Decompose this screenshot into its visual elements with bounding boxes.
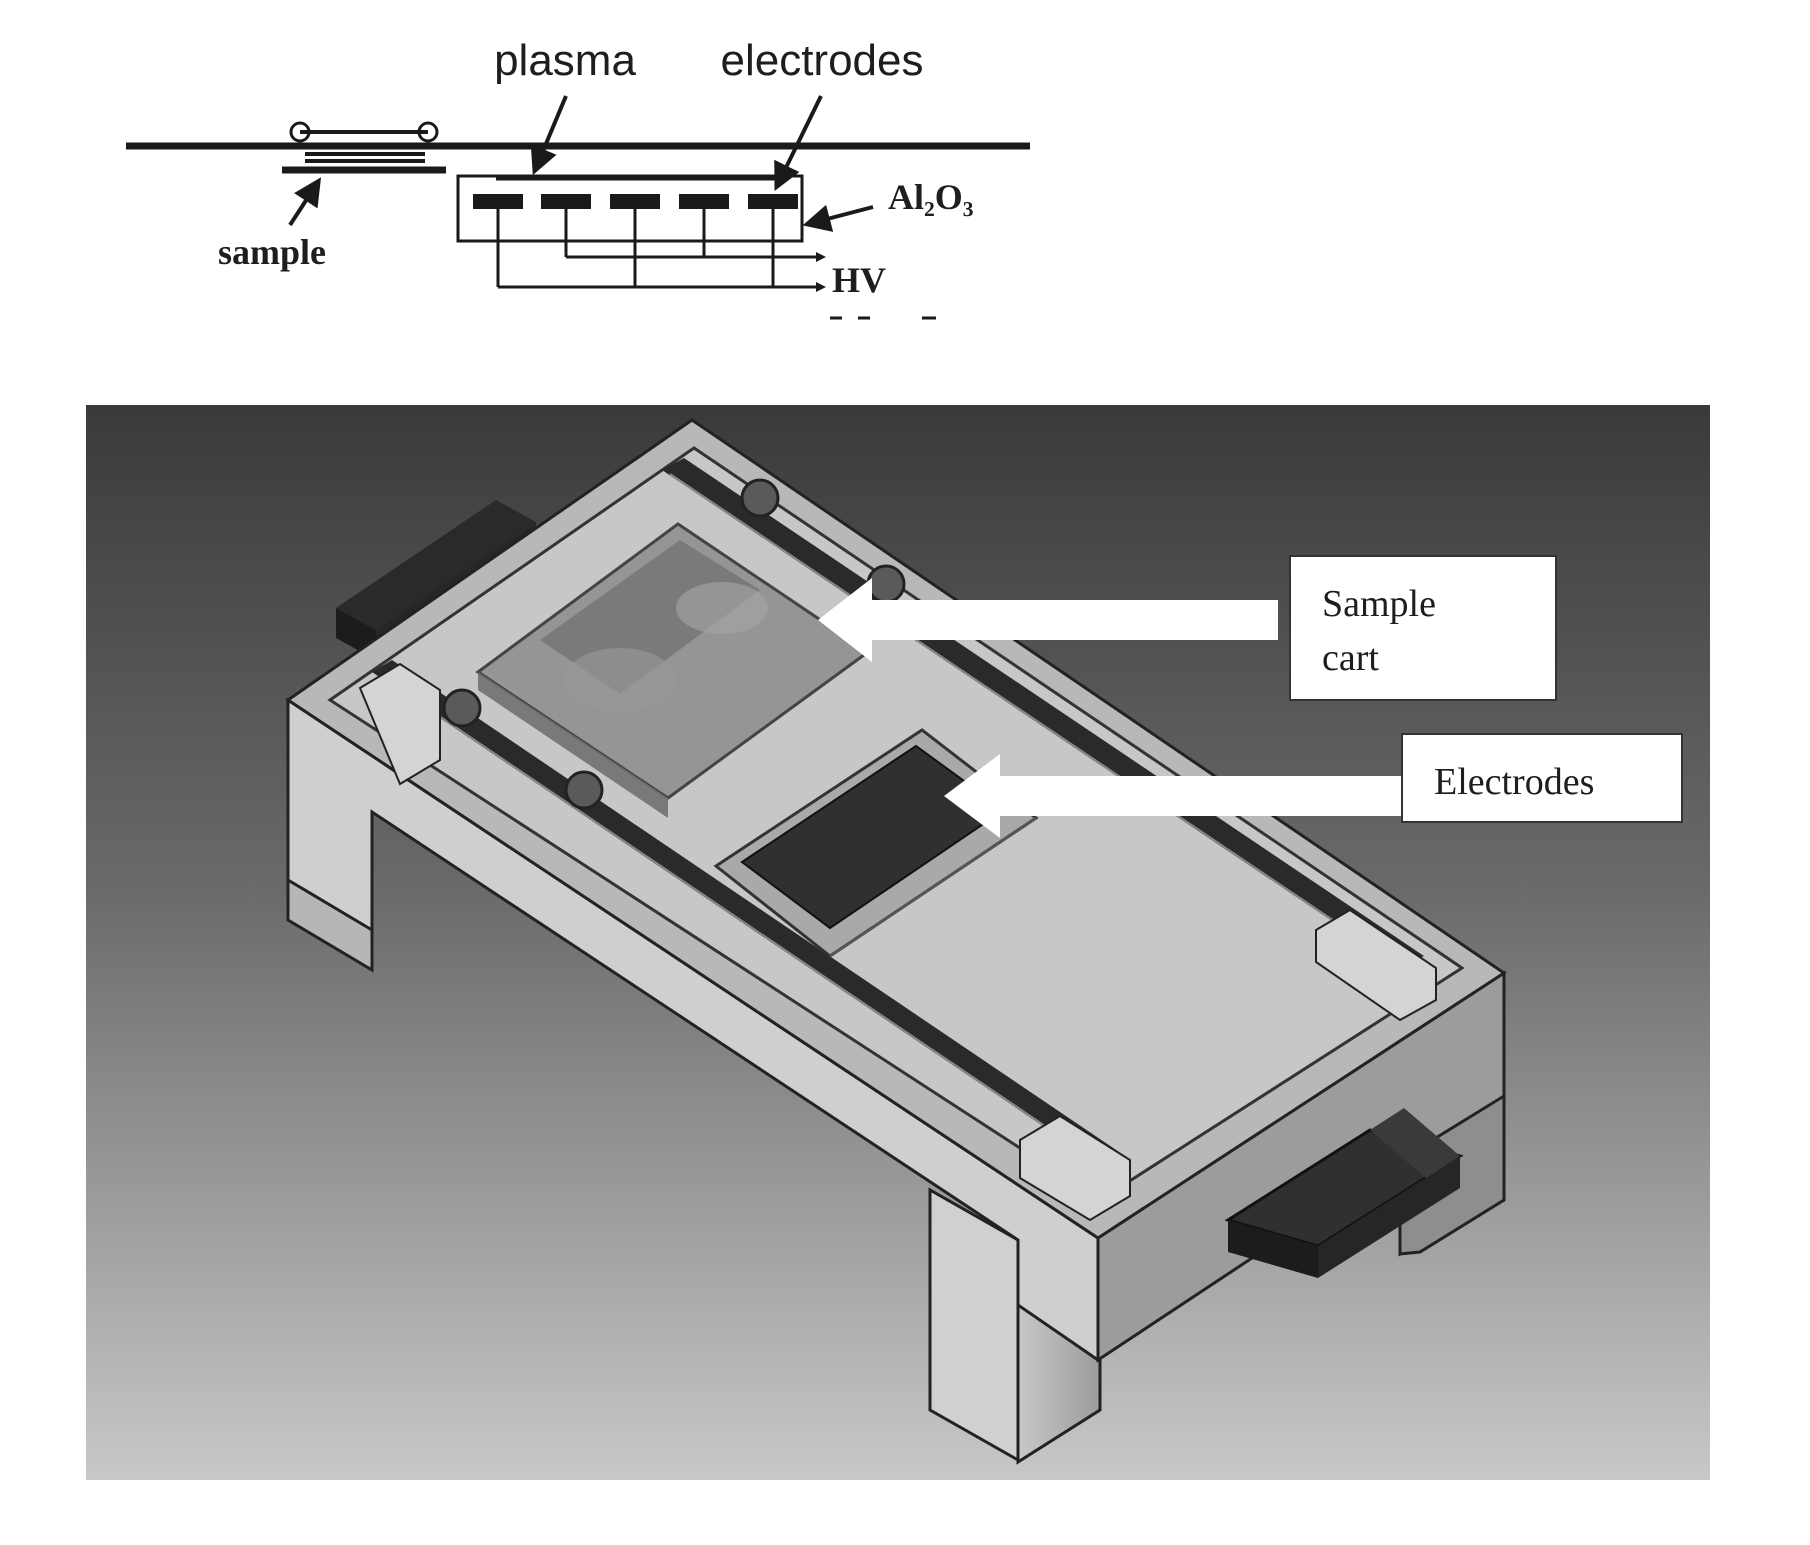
wire-arrow-1 bbox=[816, 252, 826, 262]
rail-left bbox=[372, 660, 1128, 1170]
rail-block-3 bbox=[1315, 908, 1437, 1022]
sample-cart bbox=[442, 478, 906, 818]
plasma-label: plasma bbox=[494, 36, 636, 85]
sample-leader bbox=[288, 177, 322, 227]
electrode-array bbox=[473, 194, 798, 209]
electrode-2 bbox=[541, 194, 591, 209]
cart-wheel-1 bbox=[442, 688, 482, 728]
sample-label: sample bbox=[218, 232, 326, 272]
cart-wheel-2 bbox=[564, 770, 604, 810]
sample-cart-callout bbox=[1289, 555, 1557, 701]
cart-wheel-4 bbox=[866, 564, 906, 604]
sample-cart-callout-line2: cart bbox=[1322, 637, 1379, 679]
plasma-leader bbox=[530, 95, 568, 176]
rail-right bbox=[662, 458, 1424, 968]
handle-front bbox=[1224, 1108, 1464, 1278]
electrode-plate bbox=[713, 728, 1039, 958]
apparatus-render: Sample cart Electrodes bbox=[86, 405, 1710, 1480]
electrode-4 bbox=[679, 194, 729, 209]
alumina-leader bbox=[802, 204, 874, 232]
schematic-diagram: plasma electrodes sample Al₂O₃ HV bbox=[126, 36, 1030, 320]
leg-front-inner bbox=[928, 1187, 1020, 1463]
sample-holder bbox=[282, 121, 446, 174]
rail-block-2 bbox=[1019, 1114, 1131, 1222]
electrodes-callout-label: Electrodes bbox=[1434, 761, 1594, 803]
alumina-label: Al₂O₃ bbox=[888, 177, 974, 217]
electrode-5 bbox=[748, 194, 798, 209]
electrodes-label: electrodes bbox=[720, 36, 923, 85]
rail-block-1 bbox=[358, 662, 441, 786]
electrodes-leader bbox=[774, 95, 823, 192]
cart-wheel-3 bbox=[740, 478, 780, 518]
sample-cart-callout-line1: Sample bbox=[1322, 583, 1436, 625]
electrode-3 bbox=[610, 194, 660, 209]
hv-label: HV bbox=[832, 260, 886, 300]
wiring bbox=[496, 209, 818, 289]
electrodes-callout bbox=[1401, 733, 1683, 823]
sample-cart-arrow bbox=[818, 578, 1278, 662]
wire-arrow-2 bbox=[816, 282, 826, 292]
electrodes-arrow bbox=[944, 754, 1404, 838]
electrode-1 bbox=[473, 194, 523, 209]
